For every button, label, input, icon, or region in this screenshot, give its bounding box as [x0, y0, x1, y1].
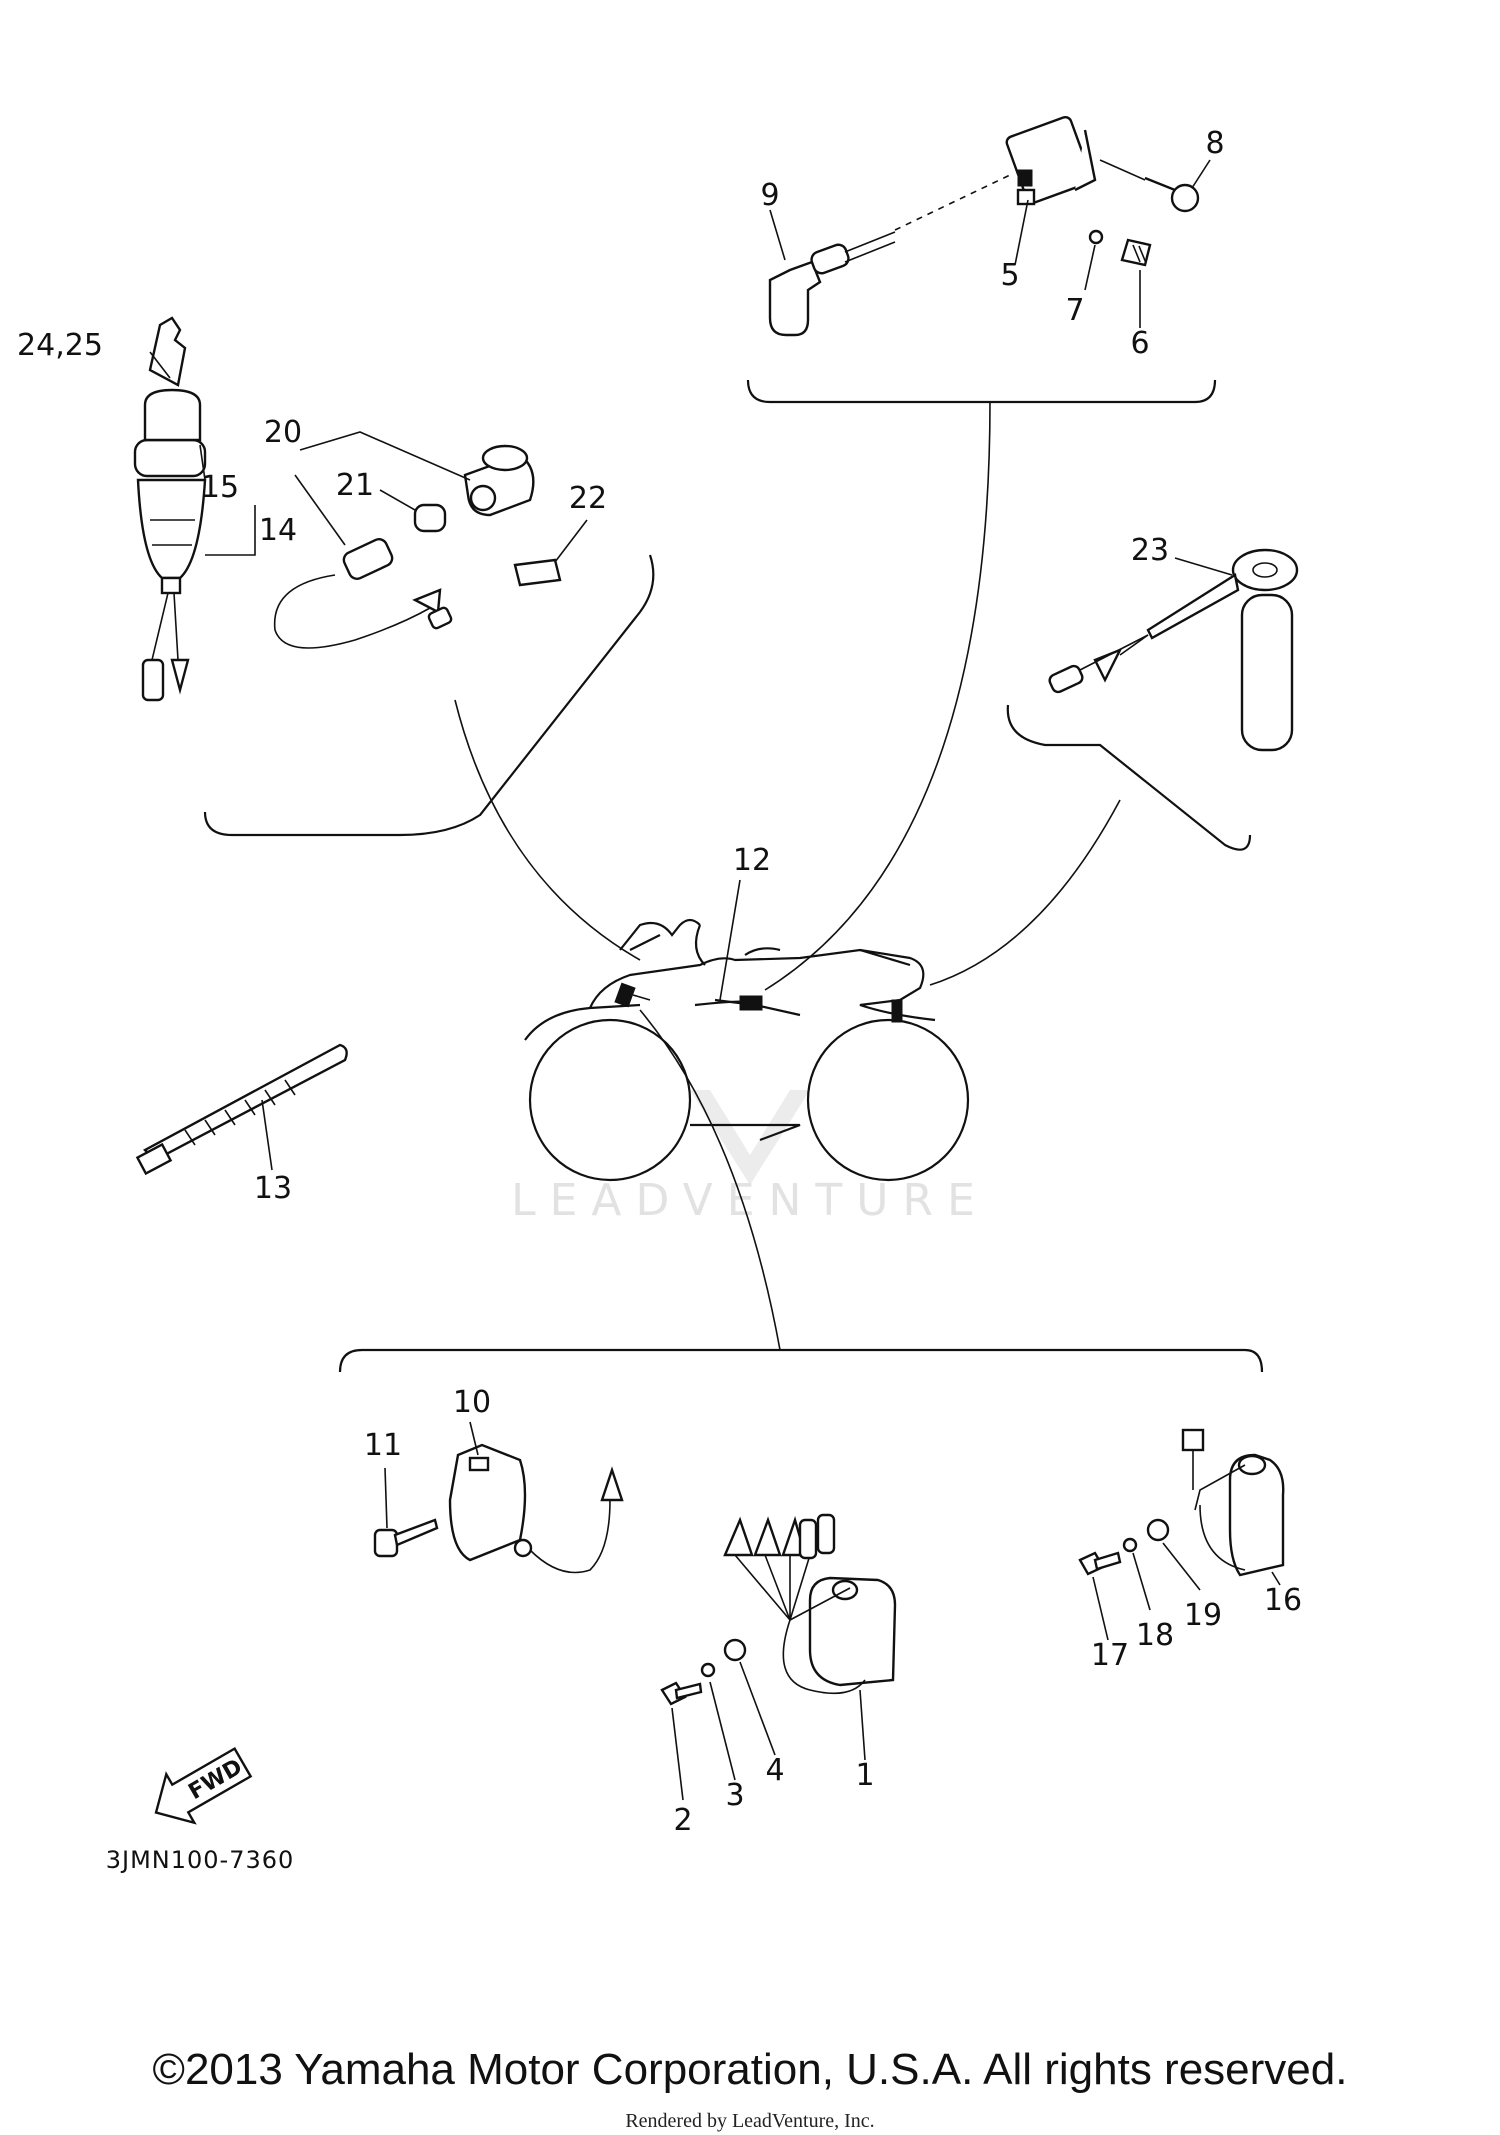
callout-7: 7 [1065, 293, 1084, 328]
watermark: LEADVENTURE [511, 1090, 989, 1226]
diagram-code: 3JMN100-7360 [106, 1846, 295, 1874]
leader-7 [1084, 244, 1096, 291]
pickup-coil [373, 1443, 624, 1574]
leader-16 [1271, 1571, 1281, 1586]
callout-6: 6 [1130, 326, 1149, 361]
callout-9: 9 [760, 178, 779, 213]
leader-24-25 [149, 351, 171, 379]
callout-18: 18 [1136, 1618, 1174, 1653]
callout-24-25: 24,25 [17, 328, 103, 363]
callout-21: 21 [336, 468, 374, 503]
leader-8 [1191, 159, 1211, 189]
leader-left-group [454, 699, 641, 961]
main-switch-and-key [133, 316, 207, 702]
leader-21 [379, 489, 416, 511]
bracket-top-left [203, 554, 655, 837]
leader-11 [384, 1467, 388, 1529]
callout-1: 1 [855, 1758, 874, 1793]
watermark-text: LEADVENTURE [511, 1175, 989, 1226]
leader-4 [739, 1661, 776, 1756]
callout-16: 16 [1264, 1583, 1302, 1618]
leader-12 [719, 879, 741, 1001]
callout-14: 14 [259, 513, 297, 548]
callout-13: 13 [254, 1171, 292, 1206]
leader-3 [709, 1681, 736, 1781]
callout-2: 2 [673, 1803, 692, 1838]
reverse-switch-harness [273, 444, 562, 649]
callout-3: 3 [725, 1778, 744, 1813]
callout-20: 20 [264, 415, 302, 450]
bracket-bottom [338, 1348, 1264, 1373]
callout-4: 4 [765, 1753, 784, 1788]
leader-23 [1174, 557, 1233, 576]
neutral-switch [1048, 548, 1299, 752]
callout-5: 5 [1000, 258, 1019, 293]
leader-20b [294, 474, 346, 546]
callout-22: 22 [569, 481, 607, 516]
cdi-unit [660, 1513, 897, 1706]
callout-8: 8 [1205, 126, 1224, 161]
cable-tie [135, 1043, 348, 1176]
leader-right-group [929, 799, 1121, 986]
bracket-top-center [746, 379, 1217, 404]
leader-17 [1092, 1576, 1109, 1641]
bracket-right [1006, 704, 1252, 851]
callout-17: 17 [1091, 1638, 1129, 1673]
leader-15 [199, 444, 206, 481]
leader-5 [1014, 199, 1029, 266]
spark-plug-cap-and-coil [768, 115, 1200, 337]
rendered-by-notice: Rendered by LeadVenture, Inc. [625, 2110, 875, 2132]
leader-2 [671, 1707, 684, 1801]
copyright-notice: ©2013 Yamaha Motor Corporation, U.S.A. A… [152, 2045, 1348, 2094]
ignition-coil [1078, 1428, 1285, 1577]
leader-1 [859, 1689, 866, 1761]
leader-14 [205, 505, 256, 556]
callout-19: 19 [1184, 1598, 1222, 1633]
callout-12: 12 [733, 843, 771, 878]
fwd-arrow: FWD [154, 1747, 253, 1825]
callout-15: 15 [201, 470, 239, 505]
leader-9 [769, 209, 786, 261]
leader-22 [554, 519, 588, 563]
atv-silhouette [524, 918, 970, 1182]
leader-top-group [764, 401, 991, 991]
leader-19 [1162, 1542, 1201, 1591]
callout-11: 11 [364, 1428, 402, 1463]
leader-18 [1132, 1552, 1151, 1611]
leader-13 [261, 1099, 273, 1171]
callout-23: 23 [1131, 533, 1169, 568]
leader-20 [299, 431, 471, 481]
leader-10 [469, 1421, 479, 1456]
callout-10: 10 [453, 1385, 491, 1420]
